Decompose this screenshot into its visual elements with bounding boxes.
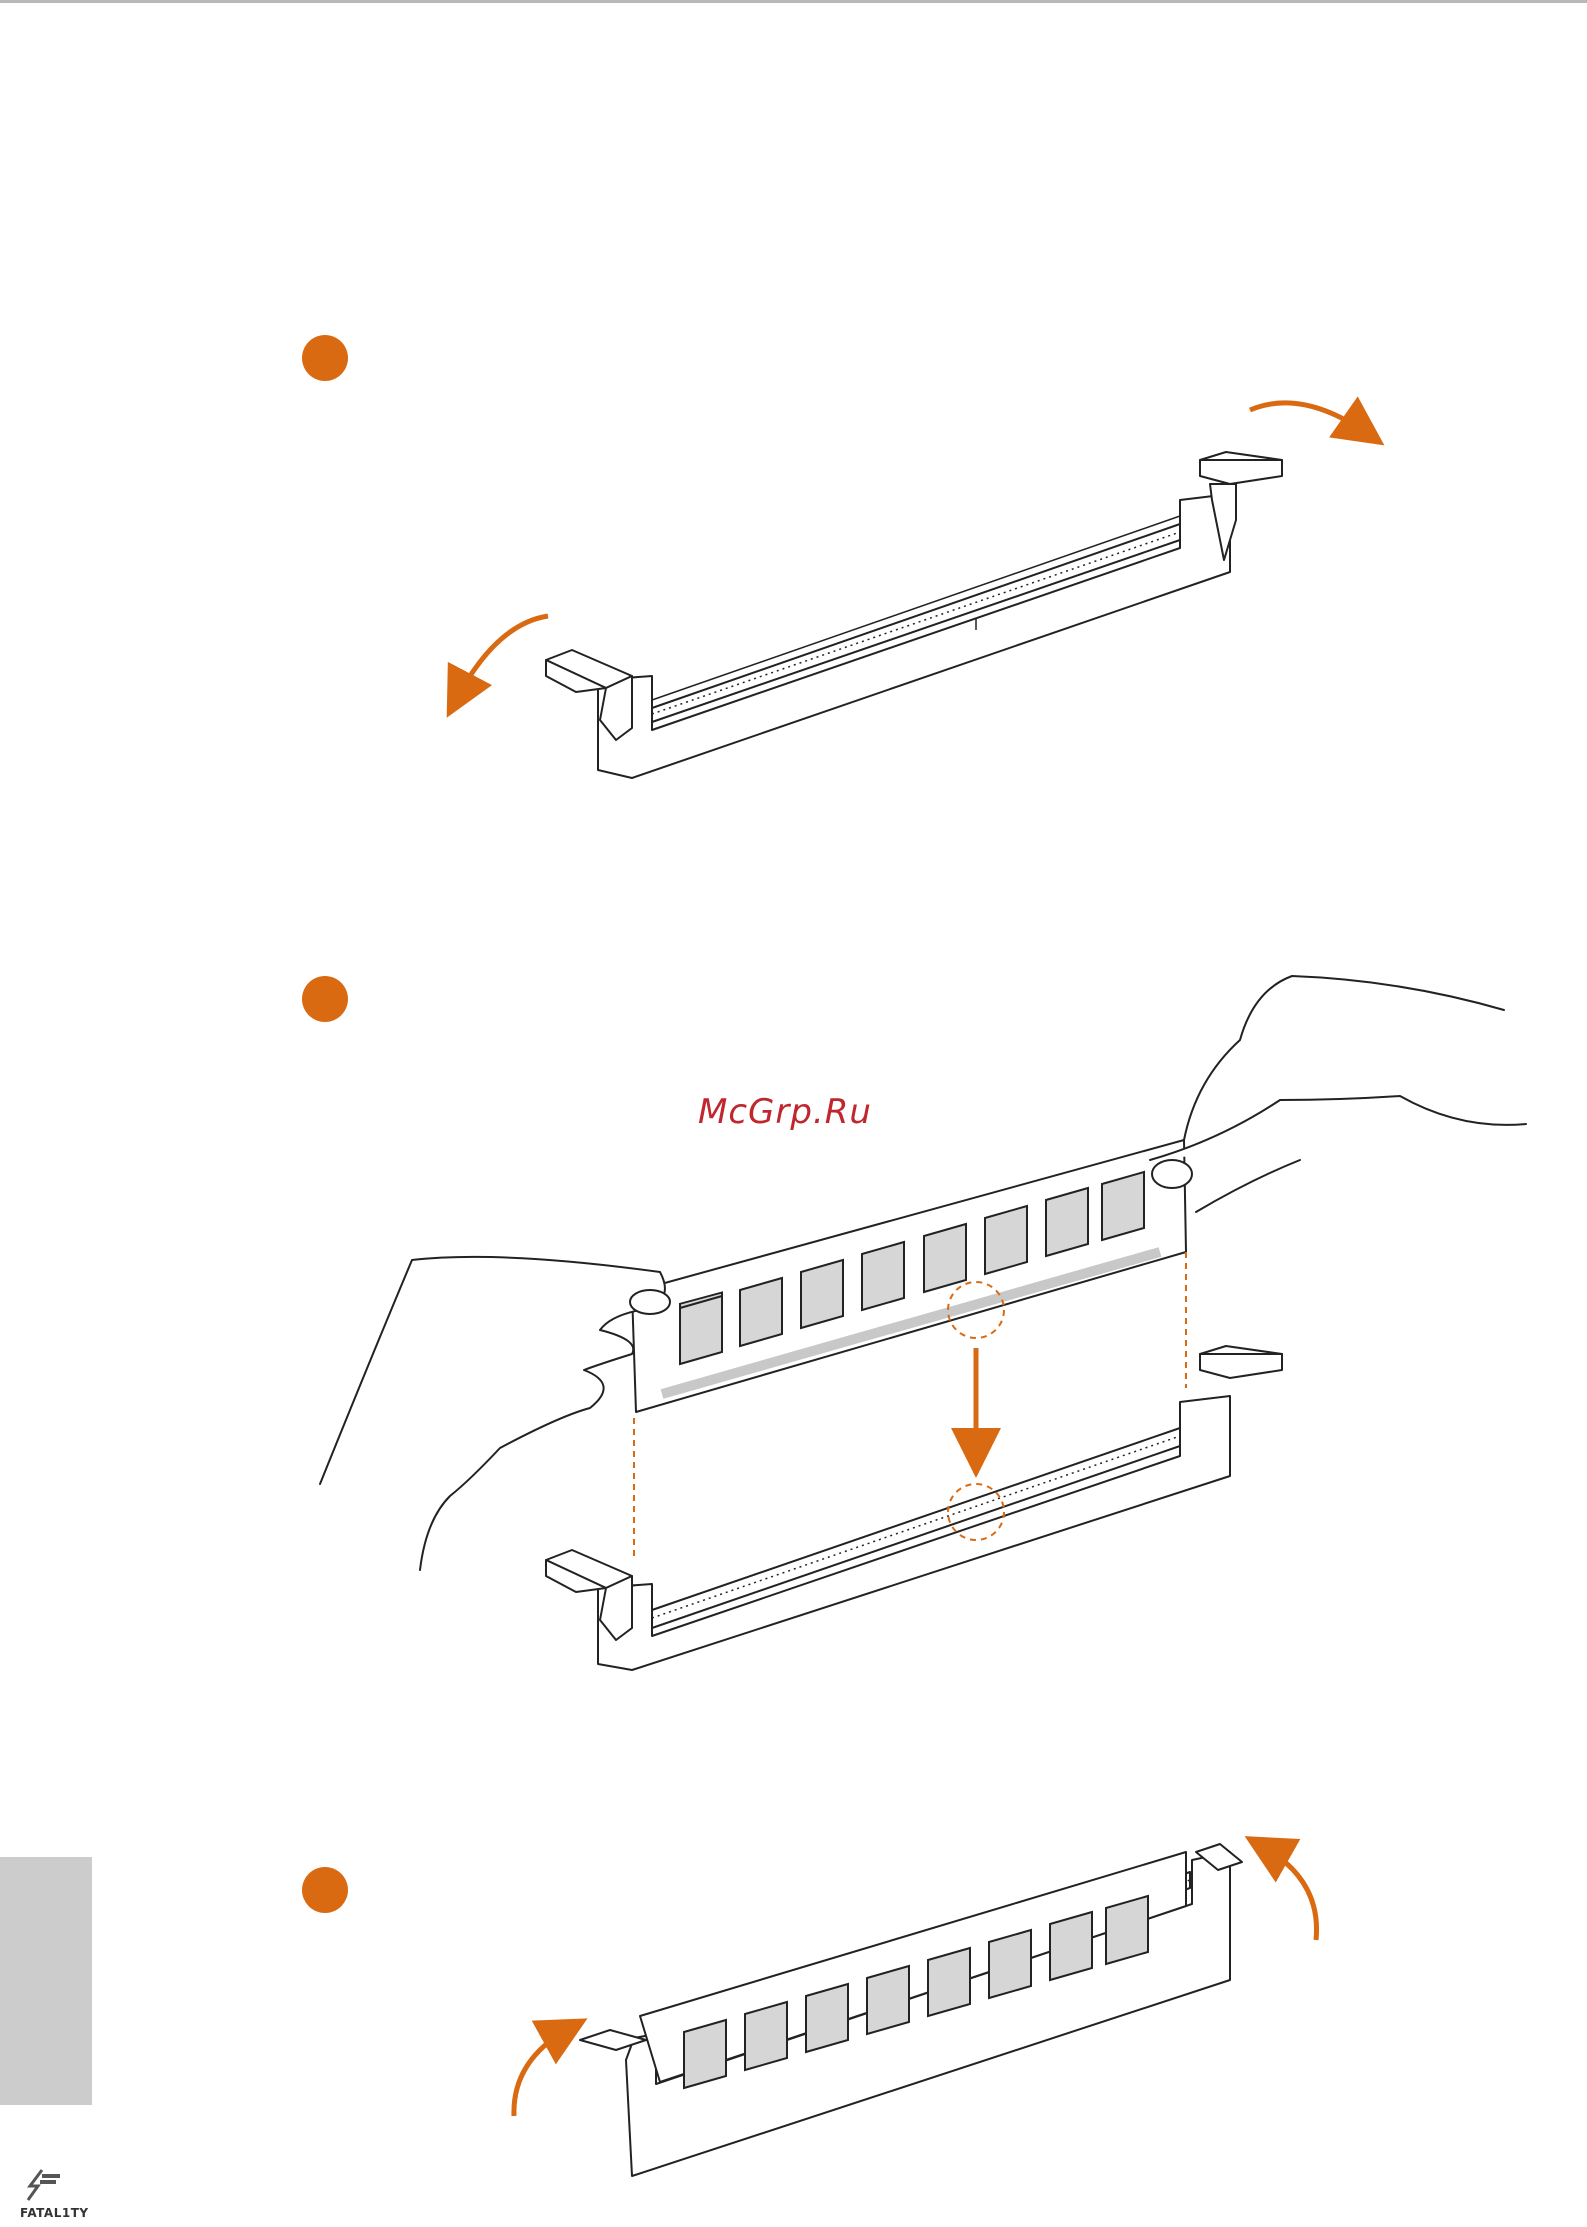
step1-left-arrow-icon — [456, 616, 548, 700]
step1-right-arrow-icon — [1250, 403, 1368, 434]
step1-dimm-slot — [546, 452, 1282, 778]
step3-left-arrow-icon — [514, 2028, 570, 2116]
step3-right-arrow-icon — [1262, 1846, 1317, 1940]
step2-dimm-module — [632, 1140, 1186, 1412]
